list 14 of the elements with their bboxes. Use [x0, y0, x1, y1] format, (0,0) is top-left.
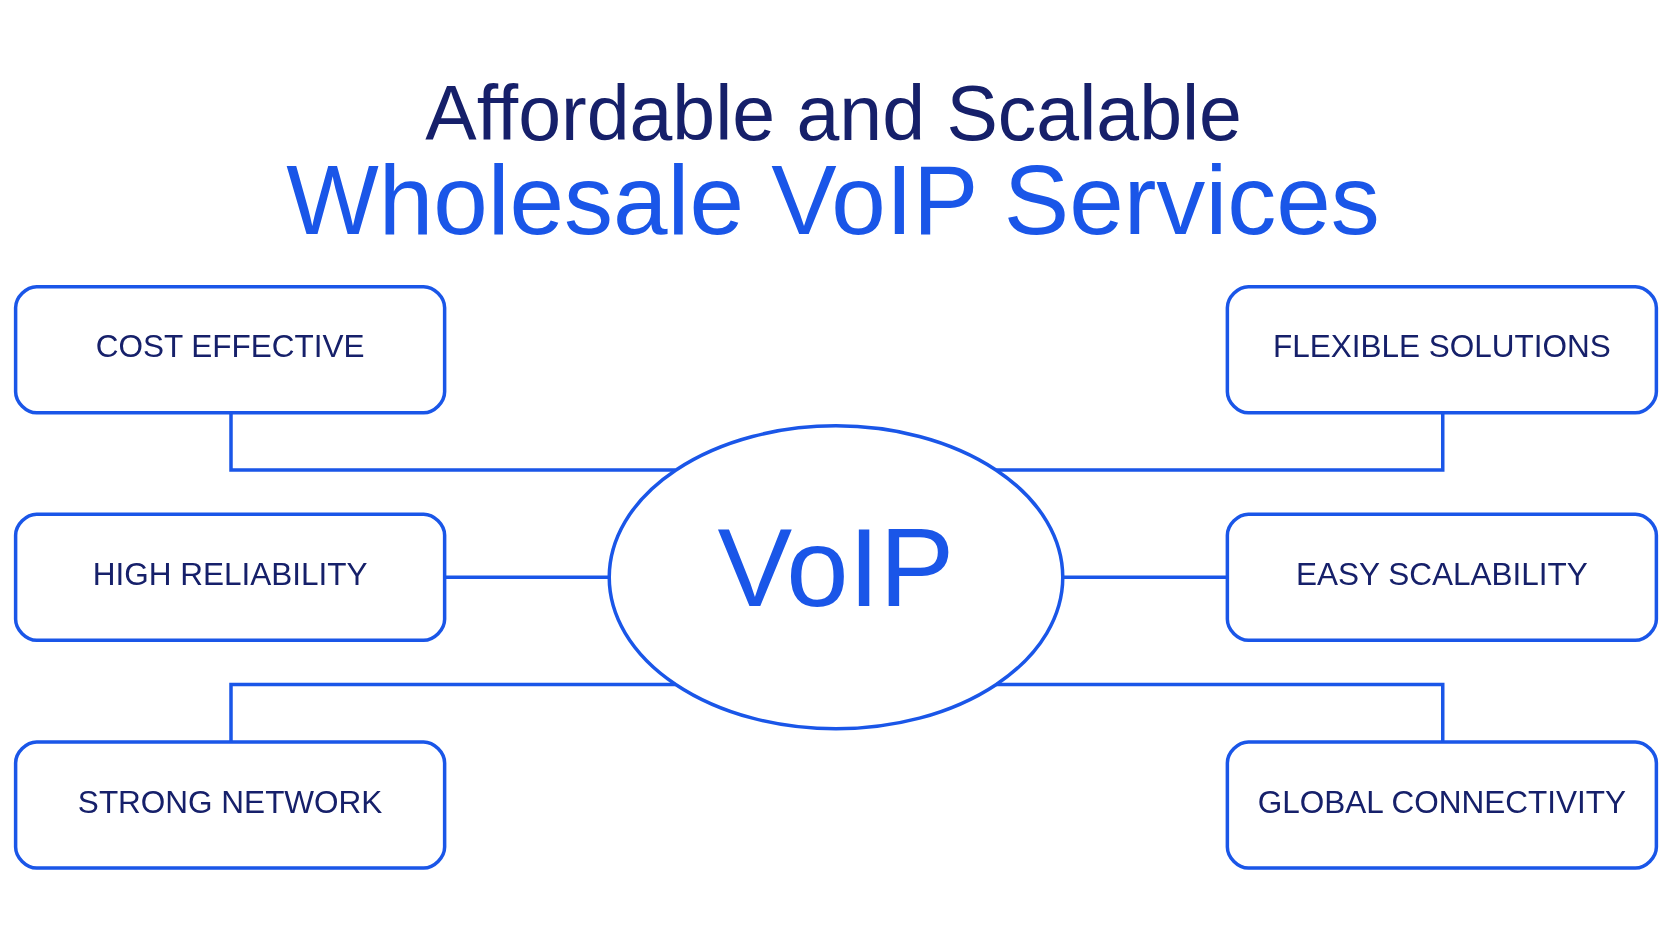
- node-box: EASY SCALABILITY: [1225, 512, 1659, 643]
- connector: [229, 413, 676, 472]
- node-box: GLOBAL CONNECTIVITY: [1225, 740, 1659, 870]
- diagram-title: Affordable and Scalable Wholesale VoIP Services: [286, 69, 1380, 255]
- connector: [1063, 575, 1228, 580]
- connector: [996, 682, 1445, 742]
- node-box: COST EFFECTIVE: [13, 284, 447, 415]
- connector: [445, 575, 610, 580]
- node-ellipse: VoIP: [607, 424, 1065, 731]
- node-box: STRONG NETWORK: [13, 740, 447, 870]
- node-box: HIGH RELIABILITY: [13, 512, 447, 643]
- connector: [996, 413, 1445, 472]
- node-box: FLEXIBLE SOLUTIONS: [1225, 284, 1659, 415]
- connector: [229, 682, 676, 742]
